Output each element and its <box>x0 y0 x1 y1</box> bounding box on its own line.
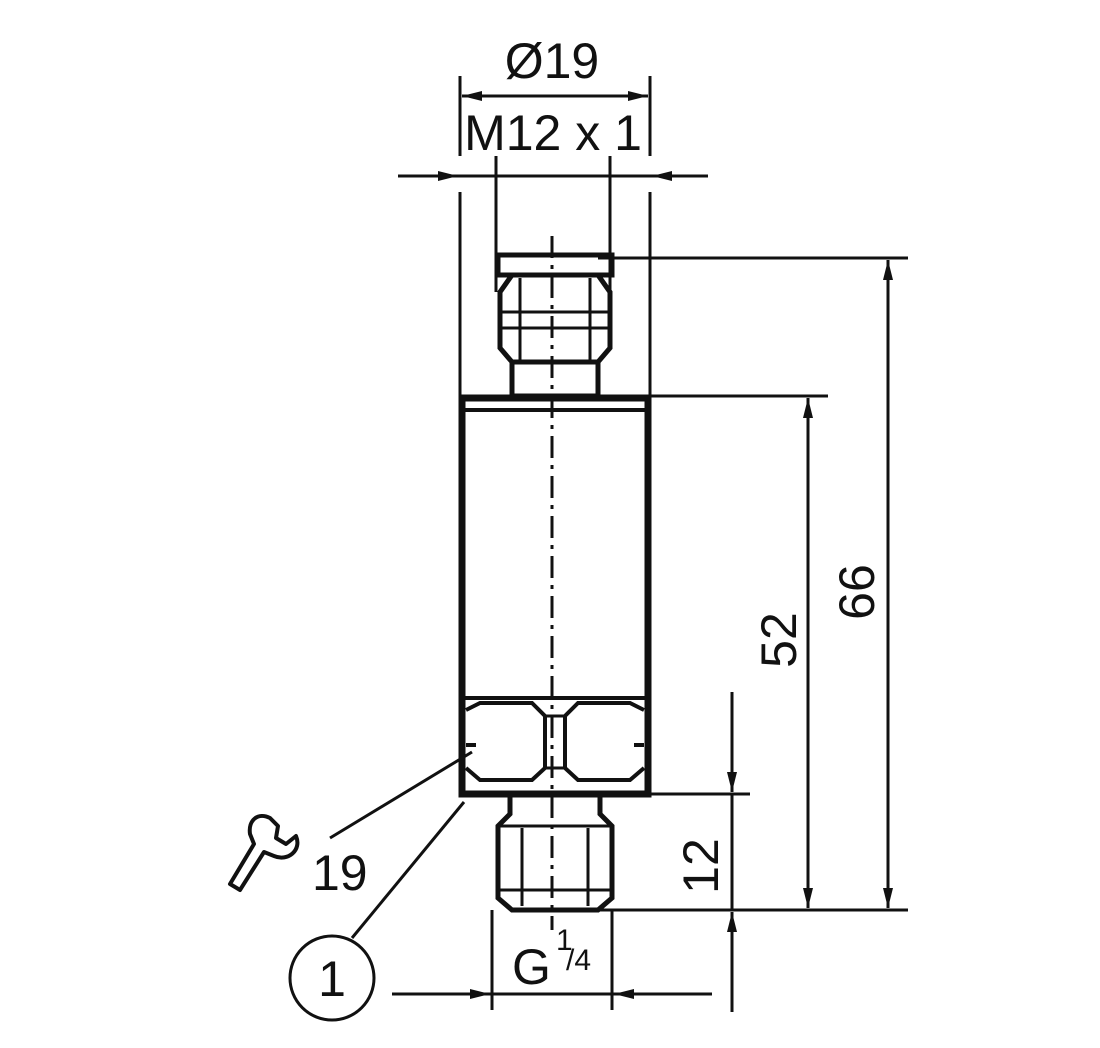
hex-nut <box>464 701 646 782</box>
thread-bottom-main-label: G <box>512 939 551 995</box>
connector-neck <box>509 359 601 399</box>
wrench-icon <box>228 814 300 892</box>
body-length-label: 52 <box>751 612 807 668</box>
housing <box>458 394 652 798</box>
wrench-size-label: 19 <box>312 845 368 901</box>
callout-circle <box>288 934 376 1022</box>
diameter-label: Ø19 <box>505 33 600 89</box>
callout-leader <box>350 801 466 939</box>
callout-number: 1 <box>318 951 346 1007</box>
top-dimensions: Ø19 M12 x 1 <box>398 33 708 396</box>
sensor-outline <box>458 236 652 930</box>
thread-bottom-num-label: 1 <box>556 924 573 957</box>
thread-length-label: 12 <box>673 838 729 894</box>
thread-top-label: M12 x 1 <box>464 105 642 161</box>
connector-collar <box>495 252 615 278</box>
right-dimensions: 66 52 12 <box>598 256 908 1012</box>
wrench-callout: 19 <box>228 750 473 901</box>
thread-bottom-den-label: /4 <box>566 944 591 977</box>
callout-1: 1 <box>288 801 466 1022</box>
bottom-dimension: G 1 /4 <box>392 910 712 1010</box>
total-length-label: 66 <box>829 564 885 620</box>
process-thread <box>495 796 615 913</box>
connector-thread <box>497 273 613 365</box>
wrench-leader <box>329 750 473 840</box>
